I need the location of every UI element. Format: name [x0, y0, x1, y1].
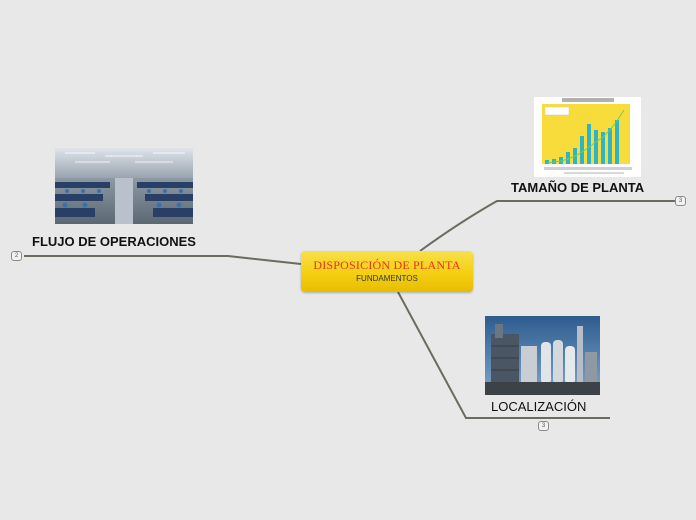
branch-tamano-collapse-badge[interactable]: 3 — [675, 196, 686, 206]
factory-floor-image — [55, 148, 193, 224]
central-subtitle: FUNDAMENTOS — [356, 274, 418, 283]
central-topic[interactable]: DISPOSICIÓN DE PLANTA FUNDAMENTOS — [301, 251, 473, 292]
industrial-plant-image — [485, 316, 600, 395]
connector-localizacion — [397, 291, 610, 419]
connector-flujo — [24, 255, 302, 265]
central-title: DISPOSICIÓN DE PLANTA — [313, 258, 461, 272]
connector-tamano — [419, 200, 676, 252]
branch-localizacion-collapse-badge[interactable]: 3 — [538, 421, 549, 431]
plant-size-chart-image — [534, 97, 641, 177]
branch-flujo-collapse-badge[interactable]: 2 — [11, 251, 22, 261]
branch-flujo-label[interactable]: FLUJO DE OPERACIONES — [32, 234, 196, 249]
branch-tamano-label[interactable]: TAMAÑO DE PLANTA — [511, 180, 645, 195]
branch-localizacion-label[interactable]: LOCALIZACIÓN — [491, 399, 587, 414]
